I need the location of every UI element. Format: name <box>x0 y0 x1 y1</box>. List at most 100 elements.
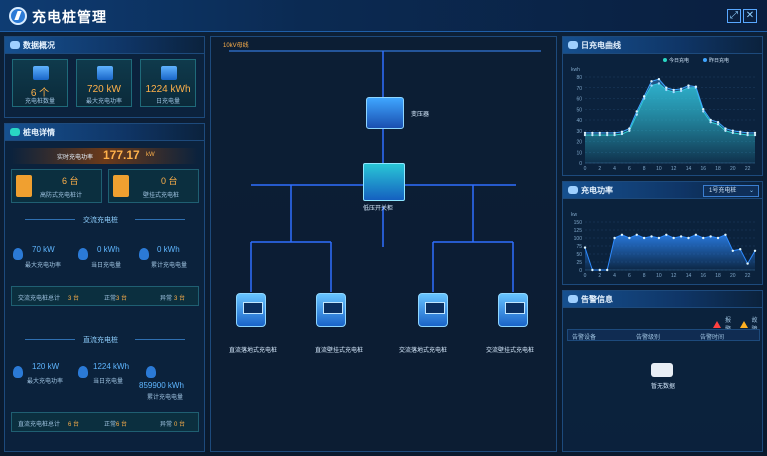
shield-icon <box>146 366 156 378</box>
cloud-icon <box>568 186 578 194</box>
y-tick-label: 100 <box>574 236 583 242</box>
x-tick-label: 4 <box>613 166 616 172</box>
lightning-logo-icon <box>9 7 27 25</box>
dc-metric-value: 859900 kWh <box>139 381 184 390</box>
ac-summary-row: 交流充电桩总计 3 台 正常 3 台 异常 3 台 <box>11 286 199 306</box>
x-tick-label: 4 <box>613 273 616 279</box>
transformer-icon <box>366 97 404 129</box>
data-point <box>679 235 683 238</box>
charger-label: 交流落地式充电桩 <box>399 348 448 354</box>
data-point <box>583 246 587 249</box>
ac-section-title: 交流充电桩 <box>83 217 118 224</box>
y-axis-label: kwh <box>571 67 580 73</box>
summary-label: 异常 <box>160 422 173 428</box>
summary-value: 0 台 <box>174 422 186 428</box>
stat-card: 720 kW 最大充电功率 <box>76 59 132 107</box>
x-tick-label: 18 <box>715 273 721 279</box>
series-line <box>585 78 755 134</box>
y-tick-label: 50 <box>576 252 582 258</box>
data-point <box>716 236 720 240</box>
y-tick-label: 125 <box>574 228 583 234</box>
y-tick-label: 0 <box>579 161 582 167</box>
data-point <box>642 95 646 98</box>
count-value: 6 台 <box>62 176 79 186</box>
y-tick-label: 40 <box>576 118 582 124</box>
series-line <box>584 234 756 271</box>
data-point <box>650 80 653 83</box>
realtime-power-value: 177.17 <box>103 148 140 162</box>
divider <box>25 219 75 220</box>
data-point <box>620 233 624 236</box>
dc-summary-row: 直流充电桩总计 6 台 正常 6 台 异常 0 台 <box>11 412 199 432</box>
ac-floor-charger-icon[interactable] <box>418 293 448 327</box>
ac-metric-value: 0 kWh <box>157 245 180 254</box>
cloud-icon <box>10 41 20 49</box>
charger-label: 交流壁挂式充电桩 <box>486 348 535 354</box>
x-tick-label: 6 <box>628 273 631 279</box>
data-point <box>739 130 742 134</box>
data-point <box>665 86 668 89</box>
summary-value: 3 台 <box>68 296 80 302</box>
chevron-down-icon: ⌄ <box>748 188 754 194</box>
energy-icon <box>161 66 177 80</box>
charger-label: 直流壁挂式充电桩 <box>315 348 364 354</box>
data-point <box>613 131 616 135</box>
data-point <box>679 87 683 91</box>
divider <box>135 219 185 220</box>
data-point <box>716 120 720 124</box>
maximize-button[interactable]: ⤢ <box>727 9 741 23</box>
data-point <box>746 262 749 265</box>
y-tick-label: 25 <box>576 260 582 266</box>
y-axis-label: kw <box>571 212 578 218</box>
charger-select-value: 1号充电桩 <box>709 188 737 194</box>
wall-charger-icon <box>113 175 129 197</box>
x-tick-label: 0 <box>584 166 587 172</box>
dc-floor-charger-icon[interactable] <box>236 293 266 327</box>
y-tick-label: 50 <box>576 107 582 113</box>
data-point <box>598 268 601 272</box>
stat-value: 1224 kWh <box>145 84 191 95</box>
pile-detail-title: 桩电详情 <box>23 128 55 137</box>
ac-wall-charger-icon[interactable] <box>498 293 528 327</box>
x-tick-label: 20 <box>730 166 736 172</box>
y-tick-label: 0 <box>579 268 582 274</box>
column-header: 告警设备 <box>572 335 597 341</box>
data-point <box>731 249 735 252</box>
dc-metric-label: 当日充电量 <box>93 379 124 385</box>
y-tick-label: 70 <box>576 86 582 92</box>
dc-wall-charger-icon[interactable] <box>316 293 346 327</box>
x-tick-label: 8 <box>643 273 646 279</box>
data-point <box>672 88 675 92</box>
empty-text: 暂无数据 <box>651 384 676 390</box>
y-tick-label: 150 <box>574 220 583 226</box>
shield-icon <box>139 248 149 260</box>
data-point <box>605 268 609 272</box>
data-point <box>702 236 705 240</box>
stat-card: 1224 kWh 日充电量 <box>140 59 196 107</box>
data-point <box>687 84 690 87</box>
summary-label: 直流充电桩总计 <box>18 422 61 428</box>
legend-marker <box>663 58 667 62</box>
switchgear-icon <box>363 163 405 201</box>
stat-label: 最大充电功率 <box>85 99 122 105</box>
data-point <box>731 129 735 132</box>
charger-select-dropdown[interactable]: 1号充电桩 ⌄ <box>703 185 759 197</box>
y-tick-label: 60 <box>576 97 582 103</box>
legend-marker <box>703 58 707 62</box>
x-tick-label: 10 <box>656 273 662 279</box>
title-bar: 充电桩管理 ⤢ ✕ <box>0 0 767 32</box>
count-label: 高防式充电桩计 <box>40 193 83 199</box>
x-tick-label: 6 <box>628 166 631 172</box>
x-tick-label: 20 <box>730 273 736 279</box>
x-tick-label: 16 <box>700 166 706 172</box>
stat-card: 6 个 充电桩数量 <box>12 59 68 107</box>
data-point <box>598 131 601 135</box>
data-point <box>613 236 616 240</box>
ac-metric-label: 最大充电功率 <box>25 263 62 269</box>
bus-label: 10kV母线 <box>223 43 249 49</box>
close-button[interactable]: ✕ <box>743 9 757 23</box>
data-point <box>709 118 712 122</box>
stat-label: 日充电量 <box>155 99 180 105</box>
